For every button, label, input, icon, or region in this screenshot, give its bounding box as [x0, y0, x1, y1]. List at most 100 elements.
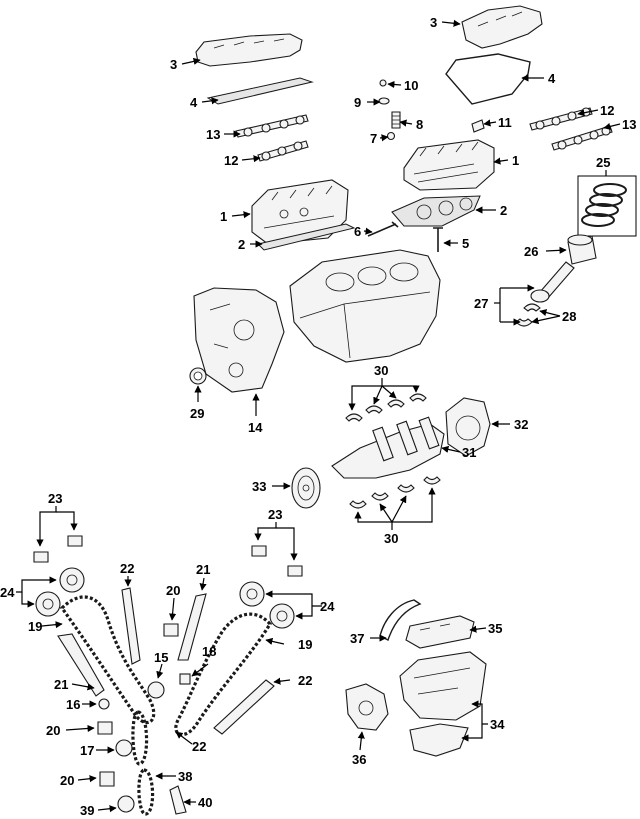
callout-3-left: 3 — [170, 57, 177, 72]
actuator-bolt-right-1 — [251, 545, 267, 557]
piston-rings — [581, 183, 627, 227]
main-bearing-upper-2 — [365, 405, 383, 414]
oil-pump — [345, 683, 389, 731]
cam-actuator-left-lower — [35, 591, 61, 617]
callout-20-upper: 20 — [166, 583, 180, 598]
callout-labels: 3 3 4 4 10 9 12 11 8 13 13 7 12 1 25 1 2… — [0, 15, 636, 818]
callout-13-right: 13 — [622, 117, 636, 132]
callout-34: 34 — [490, 717, 505, 732]
callout-36: 36 — [352, 752, 366, 767]
callout-9: 9 — [354, 95, 361, 110]
callout-12-left: 12 — [224, 153, 238, 168]
oil-pickup-tube — [379, 599, 422, 641]
callout-39: 39 — [80, 803, 94, 818]
oil-pan-upper — [399, 651, 487, 721]
callout-15: 15 — [154, 650, 168, 665]
callout-13-left: 13 — [206, 127, 220, 142]
callout-19-right: 19 — [298, 637, 312, 652]
rear-main-seal — [445, 397, 491, 457]
intake-valve — [367, 221, 399, 237]
cam-actuator-left-upper — [59, 567, 85, 593]
callout-28: 28 — [562, 309, 576, 324]
valve-cover-left — [195, 33, 303, 67]
callout-37: 37 — [350, 631, 364, 646]
main-bearing-upper-3 — [387, 399, 405, 408]
callout-24-left: 24 — [0, 585, 15, 600]
main-bearing-lower-4 — [423, 476, 441, 485]
callout-22-lower: 22 — [192, 739, 206, 754]
callout-14: 14 — [248, 420, 263, 435]
main-bearing-upper-4 — [409, 393, 427, 402]
callout-38: 38 — [178, 769, 192, 784]
callout-30-upper: 30 — [374, 363, 388, 378]
main-bearing-lower-2 — [371, 492, 389, 501]
lifter — [471, 119, 485, 133]
cylinder-head-left — [251, 179, 349, 245]
camshaft-right-intake — [551, 125, 613, 151]
callout-11: 11 — [498, 115, 512, 130]
crank-sprocket — [147, 681, 165, 699]
cam-actuator-right-lower — [269, 603, 295, 629]
oil-baffle — [405, 615, 475, 649]
valve-cover-right — [461, 5, 543, 49]
main-bearing-lower-3 — [397, 484, 415, 493]
valve-seal — [386, 131, 396, 141]
callout-26: 26 — [524, 244, 538, 259]
callout-35: 35 — [488, 621, 502, 636]
camshaft-left-exhaust — [257, 140, 309, 162]
callout-1-right: 1 — [512, 153, 519, 168]
callout-2-right: 2 — [500, 203, 507, 218]
callout-20-lower: 20 — [60, 773, 74, 788]
callout-12-right: 12 — [600, 103, 614, 118]
piston — [567, 234, 597, 265]
callout-2-left: 2 — [238, 237, 245, 252]
callout-7: 7 — [370, 131, 377, 146]
callout-23-right: 23 — [268, 507, 282, 522]
valve-cover-gasket-left — [206, 77, 314, 105]
callout-8: 8 — [416, 117, 423, 132]
leader-lines — [16, 19, 621, 813]
engine-block — [289, 249, 441, 363]
callout-29: 29 — [190, 406, 204, 421]
actuator-bolt-right-2 — [287, 565, 303, 577]
idler-sprocket — [98, 698, 110, 710]
callout-32: 32 — [514, 417, 528, 432]
callout-22-right: 22 — [298, 673, 312, 688]
bushing — [179, 673, 191, 685]
chain-guide-right-22 — [213, 679, 275, 735]
callout-4-left: 4 — [190, 95, 198, 110]
chain-tensioner-lower — [99, 771, 115, 787]
callout-1-left: 1 — [220, 209, 227, 224]
oil-pump-chain — [137, 768, 155, 816]
callout-17: 17 — [80, 743, 94, 758]
callout-24-right: 24 — [320, 599, 335, 614]
valve-keeper — [379, 79, 387, 87]
primary-chain — [131, 710, 149, 766]
cylinder-head-right — [403, 139, 495, 191]
chain-tensioner-middle — [97, 721, 113, 735]
callout-10: 10 — [404, 78, 418, 93]
front-crank-seal — [189, 367, 207, 385]
oil-pan-lower — [409, 723, 469, 757]
callout-21-right: 21 — [196, 562, 210, 577]
crankshaft — [331, 416, 445, 479]
callout-23-left: 23 — [48, 491, 62, 506]
head-gasket-right — [391, 195, 481, 227]
callout-21-left: 21 — [54, 677, 68, 692]
oil-pump-chain-guide — [169, 785, 187, 815]
callout-3-right: 3 — [430, 15, 437, 30]
chain-guide-left-21 — [57, 633, 105, 697]
callout-31: 31 — [462, 445, 476, 460]
connecting-rod — [530, 261, 575, 303]
callout-4-right: 4 — [548, 71, 556, 86]
valve-cover-gasket-right — [445, 53, 531, 105]
callout-16: 16 — [66, 697, 80, 712]
main-bearing-lower-1 — [349, 500, 367, 509]
callout-18: 18 — [202, 644, 216, 659]
crankshaft-balancer — [291, 467, 321, 509]
rod-bearing-upper — [523, 303, 541, 312]
exhaust-valve — [433, 227, 443, 252]
callout-25: 25 — [596, 155, 610, 170]
